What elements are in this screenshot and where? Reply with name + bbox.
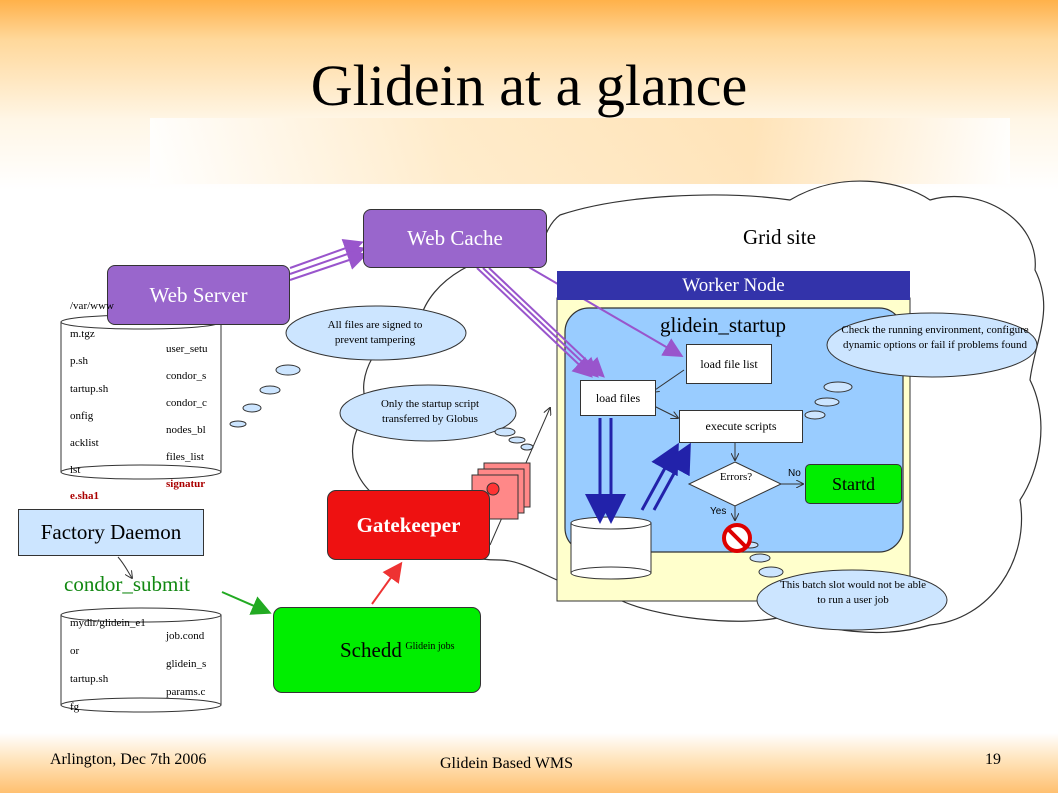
footer-title: Glidein Based WMS [440, 755, 574, 772]
web-file: condor_s [166, 370, 207, 382]
web-file: p.sh [70, 355, 89, 367]
web-file: tartup.sh [70, 383, 109, 395]
web-server-storage [60, 314, 222, 480]
web-file: m.tgz [70, 328, 95, 340]
cloud-signed-text: All files are signed to prevent tamperin… [327, 319, 423, 346]
load-files-box: load files [580, 380, 656, 416]
web-file: nodes_bl [166, 424, 206, 436]
cloud-batch-shape [756, 569, 948, 631]
cloud-globus-shape [339, 384, 517, 442]
web-file: signatur [166, 478, 206, 490]
glidein-jobs-label: Glidein jobs [405, 641, 455, 652]
no-label: No [788, 468, 801, 479]
submit-file: fg [70, 701, 80, 713]
submit-file: params.c [166, 686, 206, 698]
submit-file: job.cond [166, 630, 205, 642]
web-file: lst [70, 464, 81, 476]
schedd-label: Schedd [340, 637, 402, 662]
local-disk-storage [570, 516, 652, 580]
gatekeeper-box: Gatekeeper [327, 490, 490, 560]
submit-dir-storage [60, 607, 222, 713]
footer-date: Arlington, Dec 7th 2006 [50, 751, 207, 768]
submit-file: glidein_s [166, 658, 207, 670]
web-file: files_list [166, 451, 204, 463]
web-cache-box: Web Cache [363, 209, 547, 268]
title-band [150, 118, 1010, 184]
web-file: /var/www [70, 300, 114, 312]
web-file: acklist [70, 437, 99, 449]
slide-title: Glidein at a glance [310, 53, 748, 118]
submit-file: mydir/glidein_e1 [70, 617, 146, 629]
no-entry-icon [722, 523, 752, 553]
factory-daemon-box: Factory Daemon [18, 509, 204, 556]
yes-label: Yes [710, 506, 727, 517]
web-file: condor_c [166, 397, 207, 409]
web-file: e.sha1 [70, 490, 100, 502]
schedd-box: Schedd [273, 607, 481, 693]
execute-scripts-box: execute scripts [679, 410, 803, 443]
factory-to-submit-arrow [117, 556, 132, 578]
cloud-globus-text: Only the startup script transferred by G… [380, 398, 480, 425]
submit-arrow [221, 591, 272, 615]
submit-file: or [70, 645, 80, 657]
web-file: user_setu [166, 343, 208, 355]
purple-arrows [289, 238, 684, 378]
thought-trails [229, 364, 853, 578]
glidein-startup-label: glidein_startup [660, 313, 786, 337]
cloud-check-shape [826, 312, 1038, 378]
startd-box: Startd [805, 464, 902, 504]
condor-submit-label: condor_submit [64, 572, 190, 596]
load-file-list-box: load file list [686, 344, 772, 384]
worker-node-header: Worker Node [557, 271, 910, 300]
web-server-box: Web Server [107, 265, 290, 325]
grid-site-label: Grid site [743, 225, 816, 249]
errors-label: Errors? [719, 471, 753, 483]
cloud-signed-shape [285, 305, 467, 361]
web-file: onfig [70, 410, 94, 422]
footer-band [0, 733, 1058, 793]
schedd-to-gatekeeper-arrow [371, 561, 403, 605]
page-number: 19 [985, 751, 1001, 768]
submit-file: tartup.sh [70, 673, 109, 685]
cloud-batch-text: This batch slot would not be able to run… [779, 579, 927, 606]
errors-diamond [687, 461, 783, 507]
cloud-check-text: Check the running environment, configure… [841, 324, 1029, 351]
